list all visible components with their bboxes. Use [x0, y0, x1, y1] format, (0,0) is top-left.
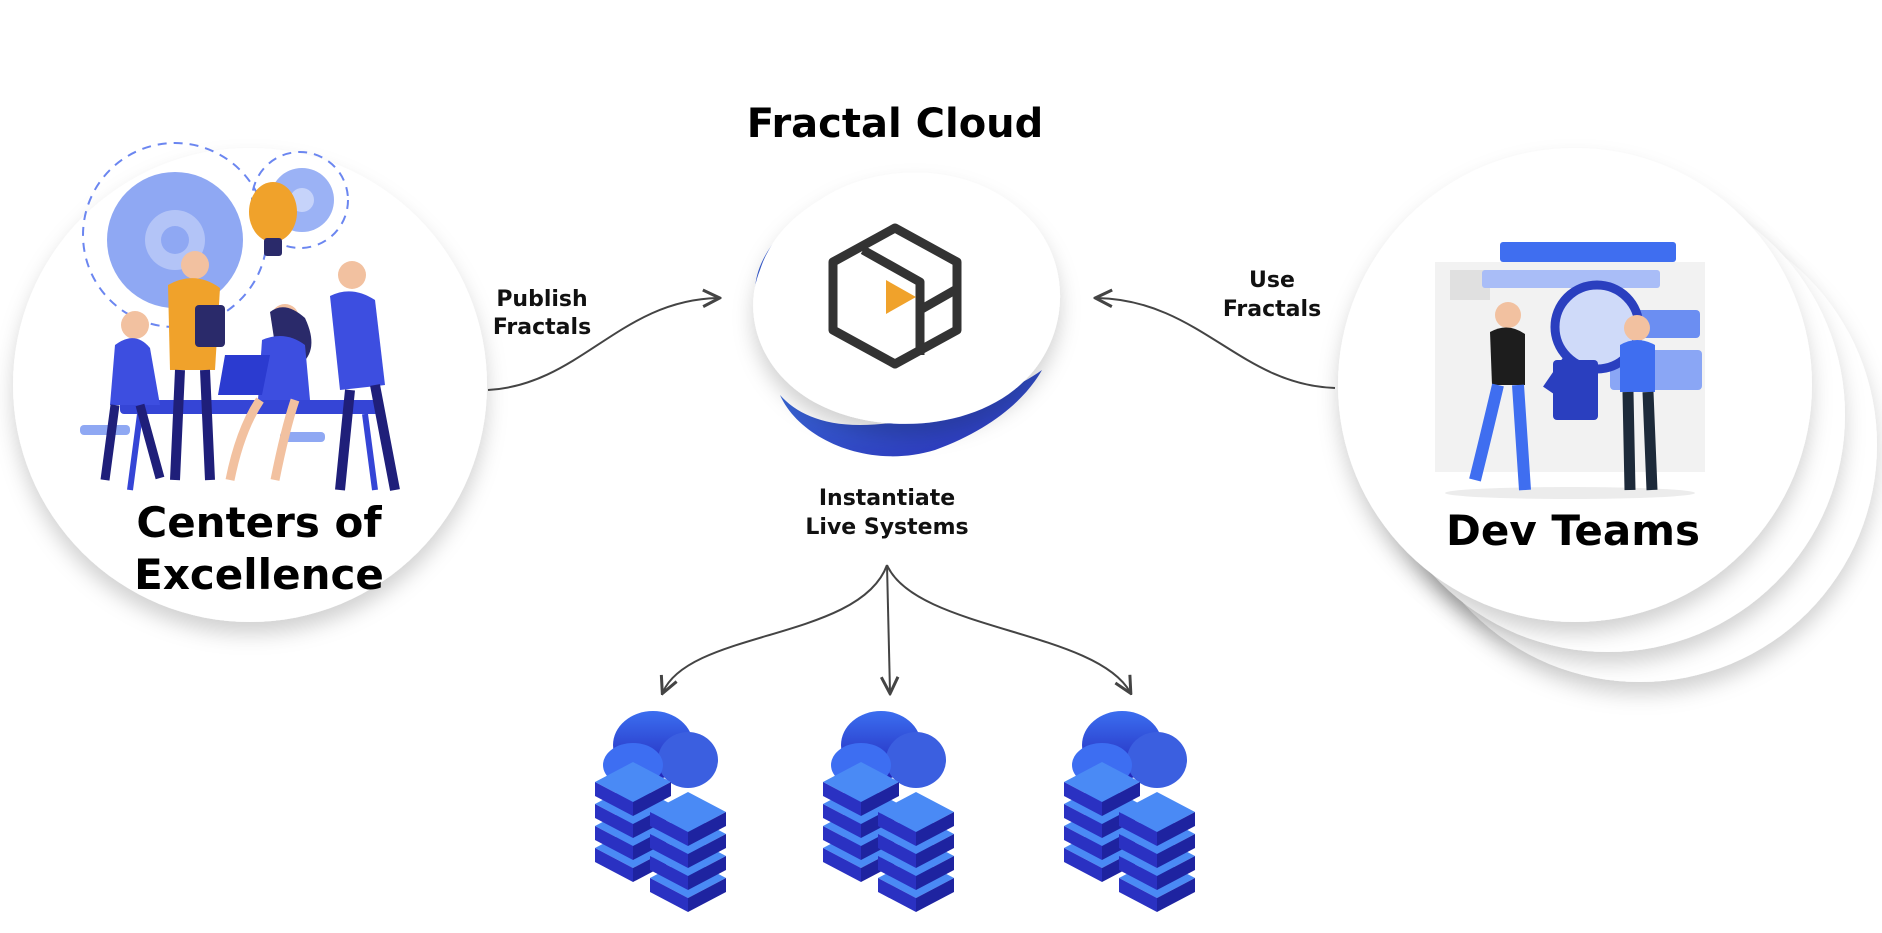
publish-arrow [487, 298, 718, 391]
fractal-cube-icon [828, 223, 962, 369]
centers-label-line2: Excellence [134, 550, 384, 599]
use-label-line2: Fractals [1223, 297, 1321, 322]
server-cloud-icon [595, 711, 726, 912]
gear-icon [107, 172, 243, 308]
live-systems [595, 711, 1195, 912]
team-meeting-illustration [80, 142, 400, 491]
play-icon [886, 280, 916, 314]
fractal-cloud-title: Fractal Cloud [747, 101, 1044, 147]
instantiate-arrow-right [886, 564, 1130, 692]
publish-label-line1: Publish [496, 287, 587, 312]
instantiate-label-line2: Live Systems [805, 515, 968, 540]
dev-teams-label: Dev Teams [1446, 506, 1700, 555]
cloud-accent-bottom [780, 370, 1042, 457]
instantiate-arrow-left [663, 564, 888, 692]
centers-label-line1: Centers of [136, 498, 382, 547]
server-cloud-icon [823, 711, 954, 912]
meeting-table [120, 400, 380, 414]
use-arrow [1097, 298, 1336, 389]
instantiate-arrow-center [887, 564, 890, 692]
lightbulb-icon [249, 182, 297, 256]
centers-of-excellence-node: Centers of Excellence [13, 142, 487, 622]
use-label-line1: Use [1249, 268, 1295, 293]
dev-teams-node: Dev Teams [1338, 148, 1877, 682]
dev-team-illustration [1435, 242, 1705, 499]
instantiate-label-line1: Instantiate [819, 486, 955, 511]
publish-label-line2: Fractals [493, 315, 591, 340]
server-cloud-icon [1064, 711, 1195, 912]
fractal-cloud-node: Fractal Cloud [747, 101, 1061, 457]
